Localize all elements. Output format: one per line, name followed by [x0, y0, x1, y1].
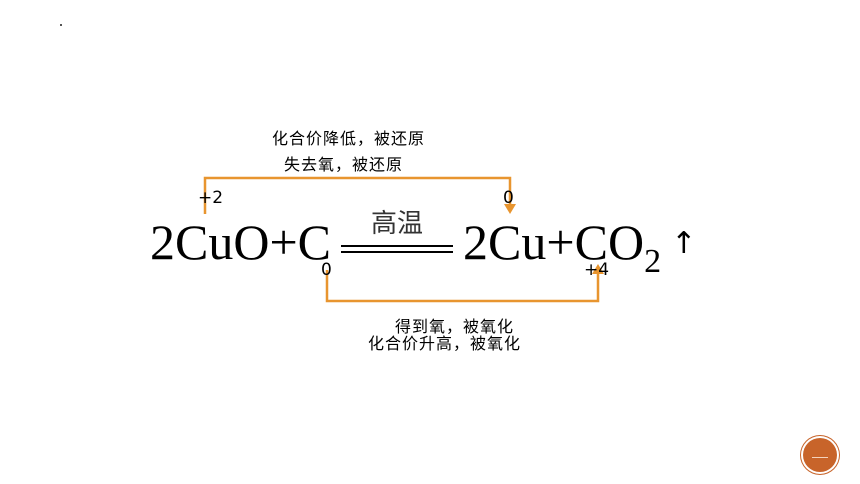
subscript-two: 2	[644, 243, 662, 280]
equals-bar-top	[341, 245, 454, 247]
reduction-note-line2: 失去氧，被还原	[284, 155, 404, 174]
oxidation-state-cu-product: 0	[503, 188, 514, 208]
reactant-carbon: C	[297, 214, 332, 270]
oxidation-bracket-arrowhead	[592, 264, 604, 274]
reduction-note-line1: 化合价降低，被还原	[272, 129, 426, 148]
oxidation-bracket	[325, 270, 600, 303]
oxidation-note-line2: 化合价升高，被氧化	[368, 334, 522, 353]
reactant-copper-oxide: 2CuO	[150, 214, 270, 270]
oxidation-state-cu-reactant: +2	[198, 188, 224, 208]
product-carbon-dioxide: CO	[574, 214, 645, 270]
page-badge-icon[interactable]	[803, 438, 837, 472]
condition-label: 高温	[371, 209, 424, 239]
plus-sign: +	[546, 214, 575, 270]
oxidation-note-line1: 得到氧，被氧化	[395, 317, 515, 336]
oxidation-state-c-reactant: 0	[321, 260, 332, 280]
decorative-dot	[60, 24, 62, 26]
gas-arrow-icon: ↑	[671, 226, 697, 261]
plus-sign: +	[269, 214, 298, 270]
product-copper: 2Cu	[463, 214, 547, 270]
oxidation-state-c-product: +4	[584, 260, 610, 280]
reduction-bracket-arrowhead	[504, 204, 516, 214]
equals-bar-bottom	[341, 251, 454, 253]
page-badge-line	[812, 457, 828, 458]
reduction-bracket	[203, 176, 512, 214]
reaction-condition: 高温	[341, 209, 454, 253]
